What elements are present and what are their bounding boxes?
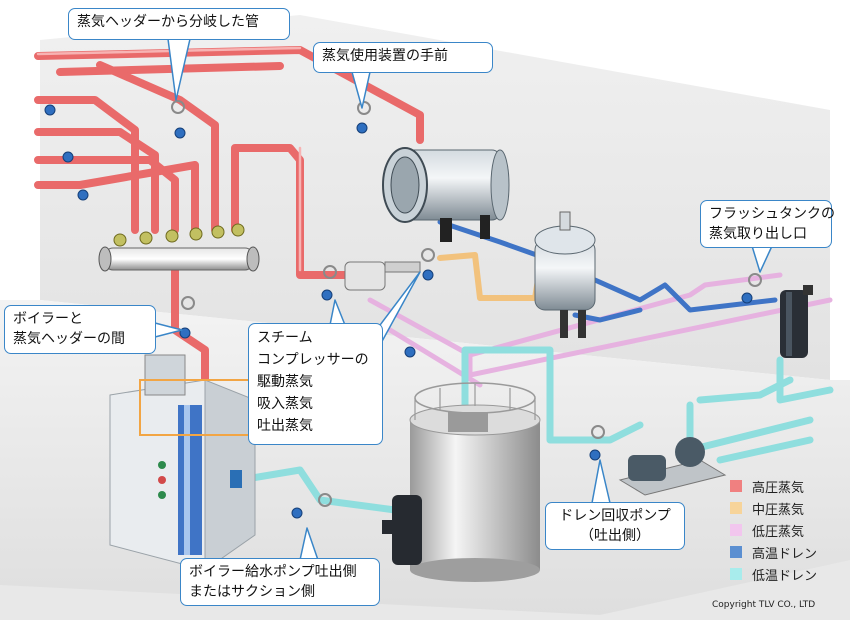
legend-swatch-high-pressure-steam xyxy=(730,480,742,492)
callout-boiler-header-line-1: ボイラーと xyxy=(13,311,83,327)
pipe-legend: 高圧蒸気 中圧蒸気 低圧蒸気 高温ドレン 低温ドレン xyxy=(730,475,830,585)
feed-pump xyxy=(382,495,422,565)
steam-header xyxy=(98,223,260,272)
callout-feed-pump: ボイラー給水ポンプ吐出側 またはサクション側 xyxy=(180,558,380,606)
legend-label-low-temperature-drain: 低温ドレン xyxy=(752,568,818,584)
flowmeters xyxy=(44,104,753,519)
callout-before-equipment: 蒸気使用装置の手前 xyxy=(313,42,493,73)
steam-compressor xyxy=(344,261,421,291)
legend-label-high-temperature-drain: 高温ドレン xyxy=(752,546,818,562)
callout-feed-pump-line-1: ボイラー給水ポンプ吐出側 xyxy=(189,564,357,580)
legend-swatch-low-pressure-steam xyxy=(730,524,742,536)
callout-boiler-header: ボイラーと 蒸気ヘッダーの間 xyxy=(4,305,156,354)
callout-compressor-line-5: 吐出蒸気 xyxy=(257,418,313,434)
callout-flash-tank-line-1: フラッシュタンクの xyxy=(709,206,835,222)
legend-swatch-low-temperature-drain xyxy=(730,568,742,580)
legend-label-high-pressure-steam: 高圧蒸気 xyxy=(752,480,805,496)
flash-tank xyxy=(780,285,813,358)
callout-feed-pump-line-2: またはサクション側 xyxy=(189,584,315,600)
callout-flash-tank-line-2: 蒸気取り出し口 xyxy=(709,226,807,242)
separator-vessel xyxy=(534,211,596,338)
callout-before-equipment-text: 蒸気使用装置の手前 xyxy=(322,48,448,64)
legend-item-high-pressure-steam: 高圧蒸気 xyxy=(730,475,830,497)
legend-item-low-temperature-drain: 低温ドレン xyxy=(730,563,830,585)
boiler xyxy=(109,354,256,571)
callout-flash-tank: フラッシュタンクの 蒸気取り出し口 xyxy=(700,200,835,248)
heat-exchanger xyxy=(382,147,510,242)
callout-compressor: スチーム コンプレッサーの 駆動蒸気 吸入蒸気 吐出蒸気 xyxy=(248,323,383,445)
low-temperature-drain-pipes xyxy=(236,346,834,514)
callout-drain-pump-line-2: （吐出側） xyxy=(580,528,650,544)
legend-item-medium-pressure-steam: 中圧蒸気 xyxy=(730,497,830,519)
flange-rings xyxy=(171,100,762,507)
drain-recovery-pump xyxy=(618,437,727,496)
callout-compressor-line-2: コンプレッサーの xyxy=(257,352,369,368)
callout-header-branch-text: 蒸気ヘッダーから分岐した管 xyxy=(77,14,259,30)
legend-label-low-pressure-steam: 低圧蒸気 xyxy=(752,524,805,540)
callout-drain-pump: ドレン回収ポンプ （吐出側） xyxy=(545,502,685,550)
legend-item-high-temperature-drain: 高温ドレン xyxy=(730,541,830,563)
storage-tank xyxy=(409,382,541,582)
callout-header-branch: 蒸気ヘッダーから分岐した管 xyxy=(68,8,290,40)
callout-compressor-line-3: 駆動蒸気 xyxy=(257,374,313,390)
legend-label-medium-pressure-steam: 中圧蒸気 xyxy=(752,502,805,518)
callout-compressor-line-1: スチーム xyxy=(257,330,313,346)
callout-boiler-header-line-2: 蒸気ヘッダーの間 xyxy=(13,331,125,347)
callout-compressor-line-4: 吸入蒸気 xyxy=(257,396,313,412)
legend-item-low-pressure-steam: 低圧蒸気 xyxy=(730,519,830,541)
legend-swatch-medium-pressure-steam xyxy=(730,502,742,514)
legend-swatch-high-temperature-drain xyxy=(730,546,742,558)
callout-drain-pump-line-1: ドレン回収ポンプ xyxy=(559,508,671,524)
copyright-text: Copyright TLV CO., LTD xyxy=(712,600,816,610)
